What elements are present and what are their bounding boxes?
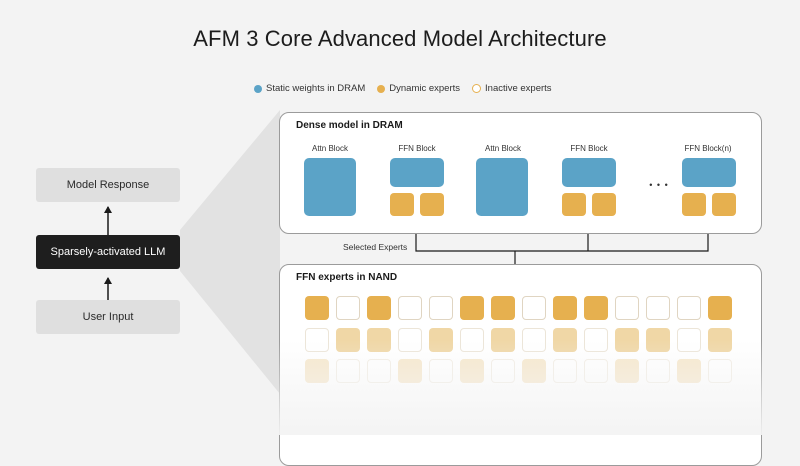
page-title: AFM 3 Core Advanced Model Architecture <box>193 26 607 51</box>
legend: Static weights in DRAM Dynamic experts I… <box>254 83 564 94</box>
ffn-2-expert-a <box>562 193 586 216</box>
dynamic-dot-icon <box>377 84 386 93</box>
nand-panel-title: FFN experts in NAND <box>296 272 398 283</box>
inactive-expert <box>708 359 732 383</box>
ffn-block-1 <box>390 158 444 187</box>
active-expert <box>615 328 639 352</box>
active-expert <box>491 328 515 352</box>
inactive-expert <box>677 328 701 352</box>
inactive-expert <box>429 359 453 383</box>
inactive-expert <box>615 296 639 320</box>
inactive-expert <box>460 328 484 352</box>
static-dot-icon <box>254 84 262 93</box>
legend-static-label: Static weights in DRAM <box>266 83 366 94</box>
active-expert <box>553 328 577 352</box>
dense-panel-title: Dense model in DRAM <box>296 120 403 131</box>
legend-dynamic-label: Dynamic experts <box>389 83 461 94</box>
active-expert <box>305 296 329 320</box>
legend-dynamic: Dynamic experts <box>377 83 460 94</box>
ellipsis: • • • <box>649 180 669 190</box>
active-expert <box>367 328 391 352</box>
inactive-dot-icon <box>472 84 482 93</box>
model-response-box: Model Response <box>36 168 180 202</box>
inactive-expert <box>584 359 608 383</box>
inactive-expert <box>336 296 360 320</box>
active-expert <box>584 296 608 320</box>
active-expert <box>708 328 732 352</box>
active-expert <box>429 328 453 352</box>
active-expert <box>336 328 360 352</box>
block-label-2: FFN Block <box>398 144 436 153</box>
ffn-block-2 <box>562 158 616 187</box>
ffn-2-expert-b <box>592 193 616 216</box>
block-label-4: FFN Block <box>570 144 608 153</box>
llm-box: Sparsely-activated LLM <box>36 235 180 269</box>
active-expert <box>367 296 391 320</box>
selected-experts-bus <box>415 226 709 252</box>
inactive-expert <box>522 296 546 320</box>
selected-experts-label: Selected Experts <box>343 242 408 252</box>
active-expert <box>491 296 515 320</box>
active-expert <box>460 359 484 383</box>
block-label-1: Attn Block <box>311 144 348 153</box>
inactive-expert <box>553 359 577 383</box>
active-expert <box>646 328 670 352</box>
inactive-expert <box>398 296 422 320</box>
ffn-block-n <box>682 158 736 187</box>
inactive-expert <box>398 328 422 352</box>
ffn-1-expert-b <box>420 193 444 216</box>
inactive-expert <box>677 296 701 320</box>
legend-inactive-label: Inactive experts <box>485 83 552 94</box>
inactive-expert <box>522 328 546 352</box>
active-expert <box>305 359 329 383</box>
ffn-n-expert-a <box>682 193 706 216</box>
attn-block-2 <box>476 158 528 216</box>
zoom-wedge <box>180 110 280 394</box>
attn-block-1 <box>304 158 356 216</box>
ffn-1-expert-a <box>390 193 414 216</box>
inactive-expert <box>584 328 608 352</box>
user-input-box: User Input <box>36 300 180 334</box>
ffn-n-expert-b <box>712 193 736 216</box>
block-label-3: Attn Block <box>484 144 521 153</box>
inactive-expert <box>305 328 329 352</box>
active-expert <box>522 359 546 383</box>
inactive-expert <box>367 359 391 383</box>
legend-static: Static weights in DRAM <box>254 83 365 94</box>
active-expert <box>708 296 732 320</box>
legend-inactive: Inactive experts <box>472 83 552 94</box>
inactive-expert <box>646 359 670 383</box>
active-expert <box>677 359 701 383</box>
inactive-expert <box>336 359 360 383</box>
inactive-expert <box>646 296 670 320</box>
inactive-expert <box>491 359 515 383</box>
active-expert <box>553 296 577 320</box>
active-expert <box>398 359 422 383</box>
active-expert <box>460 296 484 320</box>
block-label-5: FFN Block(n) <box>684 144 732 153</box>
inactive-expert <box>429 296 453 320</box>
active-expert <box>615 359 639 383</box>
